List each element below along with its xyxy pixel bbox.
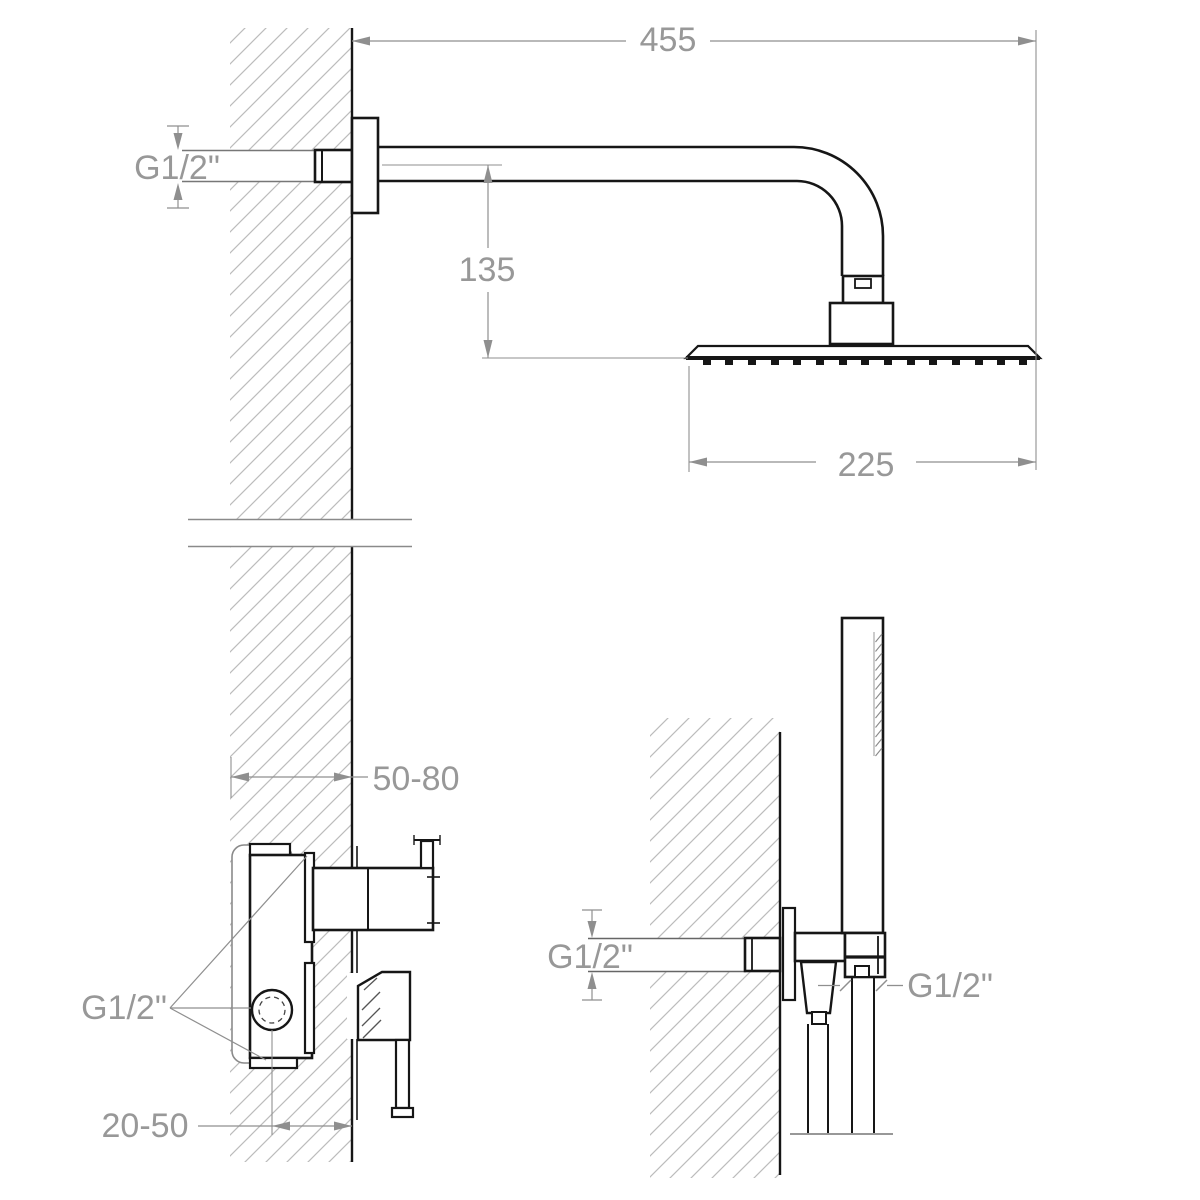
shower-nozzles [703, 360, 1027, 365]
arm-nut-detail [854, 278, 872, 289]
dim-label-g12-arm: G1/2" [134, 149, 220, 187]
dimension-455: 455 [352, 21, 1037, 470]
arrowhead [1018, 457, 1036, 467]
arm-wall-flange [350, 116, 380, 215]
dimension-g12-handshower: G1/2" [818, 967, 993, 1005]
arrowhead [587, 921, 597, 938]
dimension-135: 135 [382, 164, 688, 359]
shower-arm-inner [378, 179, 844, 276]
riser-pipe [419, 839, 435, 870]
arrowhead [352, 36, 370, 46]
dim-label-g12-mixer: G1/2" [81, 989, 167, 1027]
dimension-g12-mixer: G1/2" [81, 855, 308, 1061]
lever-tip [390, 1106, 415, 1119]
shower-arm-outer [378, 145, 885, 276]
arm-thread-nipple [313, 148, 354, 184]
cartridge-port-thread [258, 996, 286, 1024]
arrowhead [231, 772, 249, 782]
arrowhead [689, 457, 707, 467]
shower-hoses [807, 977, 875, 1133]
oblique-tick [839, 979, 852, 992]
arrowhead [334, 772, 352, 782]
oblique-tick [875, 979, 888, 992]
dim-label-455: 455 [640, 21, 697, 59]
dimension-g12-arm: G1/2" [134, 125, 220, 209]
cone-nut [811, 1011, 827, 1025]
concealed-mixer-valve [231, 835, 441, 1120]
dimension-50-80: 50-80 [230, 757, 460, 798]
handshower-wand [840, 616, 885, 935]
dimension-225: 225 [688, 366, 1036, 484]
wall-hatch-upper [230, 28, 352, 519]
dim-label-225: 225 [838, 446, 895, 484]
dimension-20-50: 20-50 [102, 1030, 352, 1145]
arrowhead [272, 1121, 290, 1131]
head-mount-block [828, 301, 895, 346]
hose-protector-cone [799, 960, 838, 1015]
mounting-bar-lower [303, 961, 316, 1055]
lever-hatch-ticks [361, 977, 382, 1039]
arrowhead [173, 183, 183, 200]
arrowhead [483, 340, 493, 358]
outlet-duct [311, 866, 435, 932]
lever-stem [394, 1038, 411, 1110]
arm-nut [841, 274, 885, 305]
supply-pipe-fill [182, 151, 315, 181]
connector-nut [854, 965, 870, 978]
leader-line [169, 855, 308, 1009]
outlet-escutcheon [781, 906, 797, 1002]
cartridge-port [250, 988, 294, 1032]
arrowhead [587, 972, 597, 989]
shower-arm-assembly [182, 116, 1043, 365]
mixer-body-bottom-step [248, 1056, 299, 1070]
arrowhead [483, 165, 493, 183]
wand-grip-knurling [875, 633, 883, 757]
arrowhead [1018, 36, 1036, 46]
arrowhead [173, 133, 183, 150]
dim-label-20-50: 20-50 [102, 1107, 189, 1145]
wall-fitting [743, 936, 782, 973]
arrowhead [334, 1121, 352, 1131]
handshower-assembly [588, 616, 893, 1135]
dimension-g12-supply: G1/2" [547, 909, 633, 1001]
dim-label-135: 135 [459, 251, 516, 289]
wall-outlet-body [793, 931, 847, 963]
supply-pipe-fill [588, 939, 745, 971]
dim-label-g12-supply: G1/2" [547, 938, 633, 976]
dim-label-g12-handshower: G1/2" [907, 967, 993, 1005]
leader-line [169, 1007, 267, 1061]
wall-gap [347, 973, 359, 1039]
dim-label-50-80: 50-80 [373, 760, 460, 798]
